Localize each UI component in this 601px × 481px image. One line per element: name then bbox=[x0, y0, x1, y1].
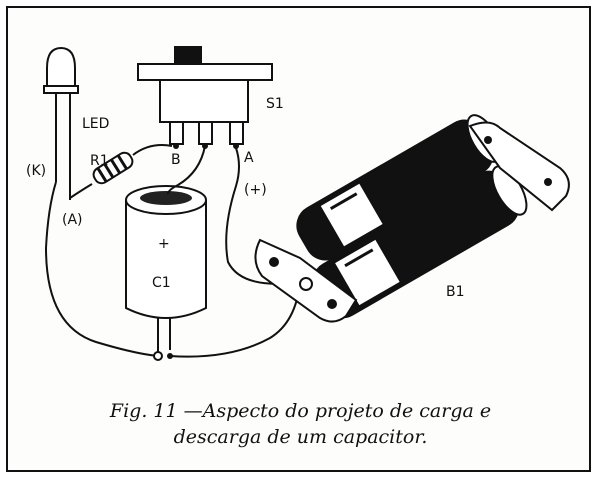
led-component bbox=[43, 46, 79, 200]
battery-holder-b1 bbox=[254, 114, 570, 323]
wires bbox=[44, 145, 301, 358]
capacitor-c1 bbox=[125, 185, 207, 352]
figure-caption: Fig. 11 —Aspecto do projeto de carga e d… bbox=[20, 398, 581, 450]
label-k: (K) bbox=[26, 163, 46, 179]
label-led: LED bbox=[82, 116, 109, 132]
label-plus-pole: (+) bbox=[244, 182, 267, 198]
label-b1: B1 bbox=[446, 284, 465, 300]
figure-frame bbox=[6, 6, 591, 472]
junction-node bbox=[167, 353, 173, 359]
caption-line-2: descarga de um capacitor. bbox=[173, 426, 428, 448]
resistor-r1 bbox=[69, 144, 173, 199]
label-b: B bbox=[171, 152, 181, 168]
label-r1: R1 bbox=[90, 153, 109, 169]
switch-s1 bbox=[137, 46, 273, 149]
label-c1-plus: + bbox=[158, 236, 170, 252]
label-a: A bbox=[244, 150, 254, 166]
junction-node bbox=[153, 351, 163, 361]
label-s1: S1 bbox=[266, 96, 284, 112]
label-a-led: (A) bbox=[62, 212, 83, 228]
label-c1: C1 bbox=[152, 275, 171, 291]
caption-line-1: Fig. 11 —Aspecto do projeto de carga e bbox=[109, 400, 492, 422]
